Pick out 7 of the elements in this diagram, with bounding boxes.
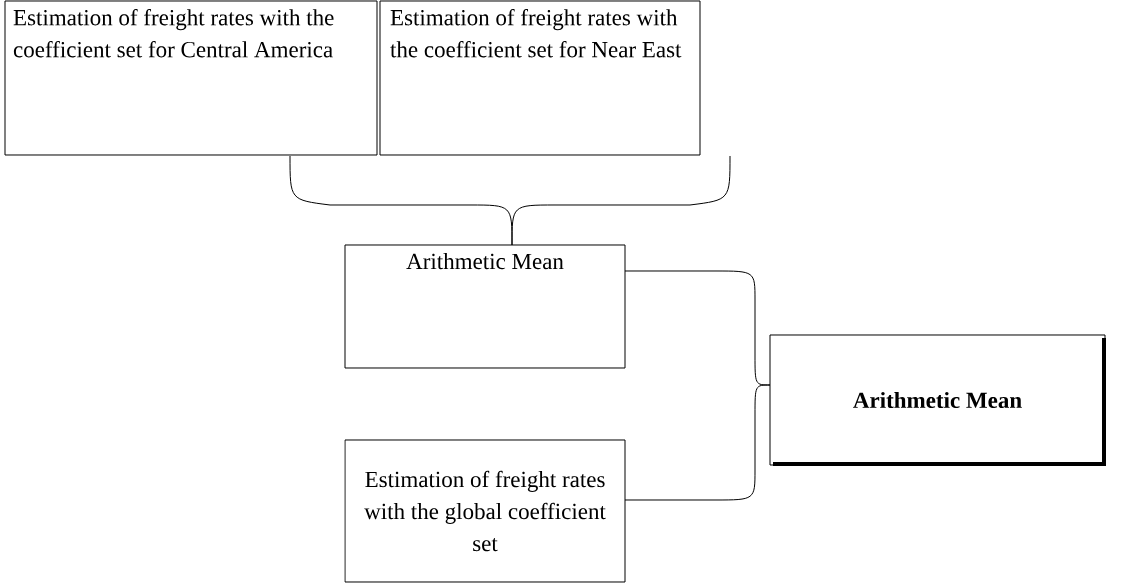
- mean-box: Arithmetic Mean: [344, 244, 626, 369]
- brace: [511, 155, 731, 246]
- brace: [624, 384, 771, 501]
- estimation-box: Estimation of freight rates with the coefficient set for Near East: [379, 0, 701, 156]
- estimation-box: Estimation of freight rates with the global coefficient set: [344, 439, 626, 583]
- estimation-box: Estimation of freight rates with the coefficient set for Central America: [4, 0, 378, 156]
- result-box: Arithmetic Mean: [769, 334, 1106, 466]
